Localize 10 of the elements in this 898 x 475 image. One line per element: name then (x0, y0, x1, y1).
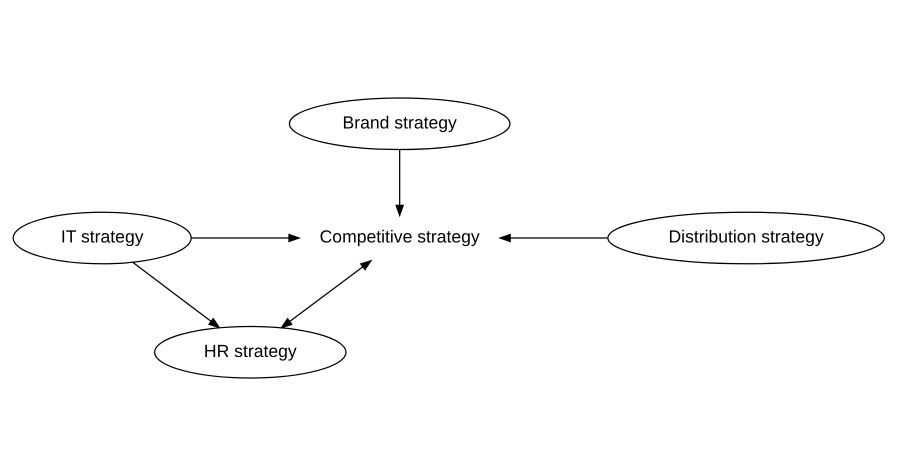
arrow (280, 259, 372, 328)
arrow (395, 149, 404, 217)
node-ellipse: HR strategy (154, 325, 347, 378)
arrow (498, 233, 608, 242)
node-ellipse: Brand strategy (288, 96, 511, 150)
node-text: Competitive strategy (320, 226, 480, 246)
arrow (191, 233, 301, 242)
node-ellipse: Distribution strategy (607, 211, 885, 264)
node-ellipse: IT strategy (12, 211, 192, 264)
arrow (132, 261, 221, 328)
